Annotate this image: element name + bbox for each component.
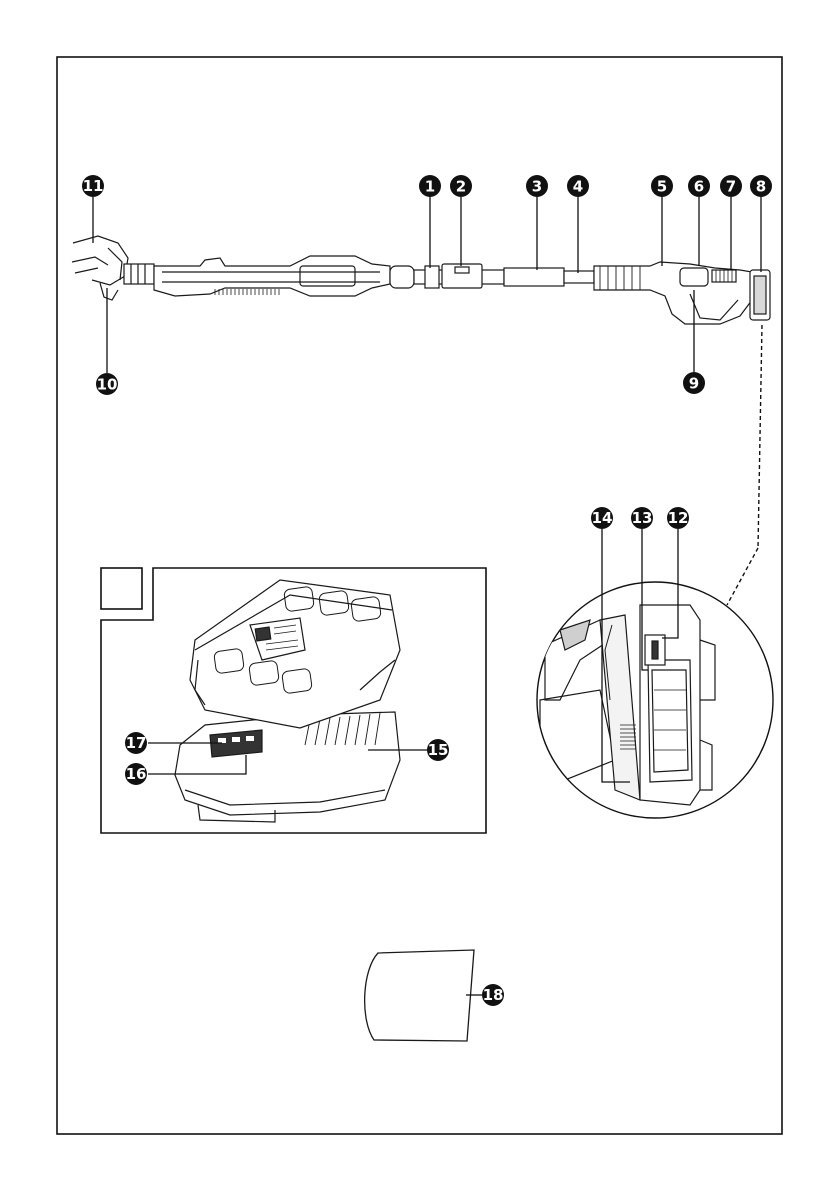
callout-badge-8: 8 — [750, 175, 772, 197]
callout-badge-6: 6 — [688, 175, 710, 197]
callout-number: 18 — [483, 986, 504, 1004]
callout-number: 5 — [657, 178, 667, 196]
callout-number: 15 — [428, 741, 449, 759]
callout-badge-4: 4 — [567, 175, 589, 197]
callout-badge-2: 2 — [450, 175, 472, 197]
battery-slot-detail — [537, 582, 773, 818]
rear-handle — [594, 262, 770, 324]
callout-badge-11: 11 — [82, 175, 104, 197]
callout-number: 11 — [83, 177, 104, 195]
callout-number: 16 — [126, 765, 147, 783]
callout-badge-13: 13 — [631, 507, 653, 529]
detail-connector-2 — [727, 548, 758, 605]
callout-badge-17: 17 — [125, 732, 147, 754]
detail-connector — [758, 325, 762, 548]
callout-number: 10 — [97, 376, 118, 394]
front-grip — [390, 266, 414, 288]
callout-number: 12 — [668, 509, 689, 527]
callout-number: 9 — [689, 375, 699, 393]
cutting-head — [72, 236, 154, 300]
callout-badge-10: 10 — [96, 373, 118, 395]
callout-badge-14: 14 — [591, 507, 613, 529]
callout-number: 2 — [456, 178, 466, 196]
callout-badge-7: 7 — [720, 175, 742, 197]
callout-number: 1 — [425, 178, 435, 196]
accessory-pad — [365, 950, 474, 1041]
callout-number: 8 — [756, 178, 766, 196]
pole-pruner-drawing — [72, 236, 770, 324]
callout-badge-18: 18 — [482, 984, 504, 1006]
callout-number: 17 — [126, 734, 147, 752]
motor-housing — [154, 256, 390, 296]
callout-badge-12: 12 — [667, 507, 689, 529]
callout-number: 6 — [694, 178, 704, 196]
callout-number: 4 — [573, 178, 583, 196]
callout-number: 14 — [592, 509, 613, 527]
callout-badge-3: 3 — [526, 175, 548, 197]
callout-number: 7 — [726, 178, 736, 196]
callout-badge-9: 9 — [683, 372, 705, 394]
callout-number: 13 — [632, 509, 653, 527]
inset-label-box — [101, 568, 142, 609]
callout-badge-15: 15 — [427, 739, 449, 761]
callout-badge-1: 1 — [419, 175, 441, 197]
callout-number: 3 — [532, 178, 542, 196]
battery-and-charger-drawing — [175, 580, 400, 822]
callout-badge-16: 16 — [125, 763, 147, 785]
callout-badge-5: 5 — [651, 175, 673, 197]
telescopic-shaft — [414, 264, 594, 288]
